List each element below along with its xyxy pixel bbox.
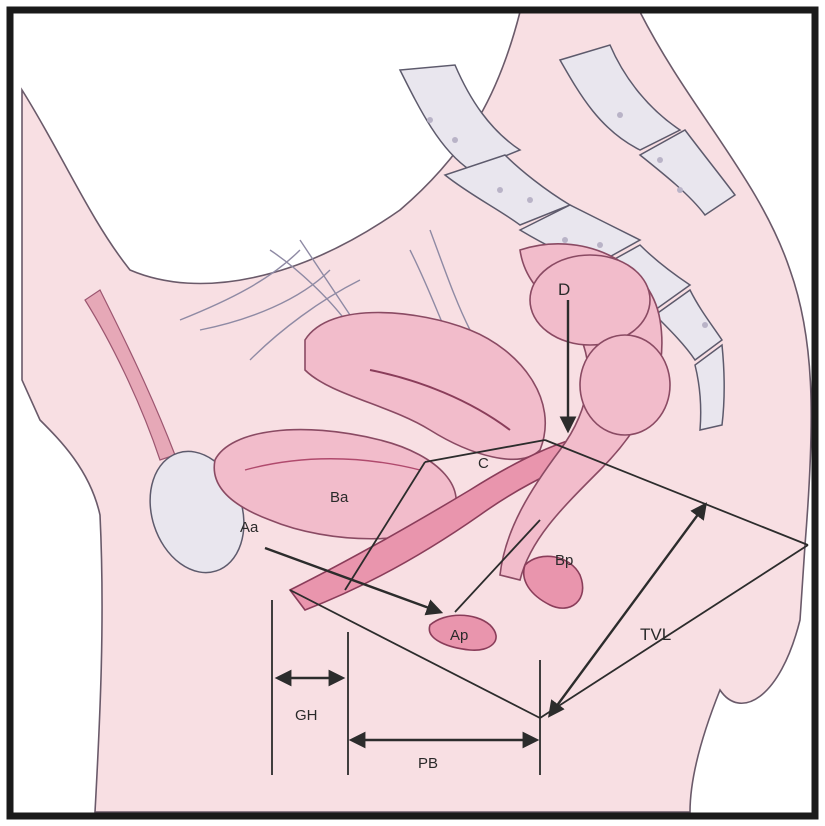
label-ba: Ba [330,489,349,506]
label-gh: GH [295,707,318,724]
label-pb: PB [418,755,438,772]
label-d: D [558,280,570,299]
rectal-ampulla [580,335,670,435]
label-aa: Aa [240,519,259,536]
label-bp: Bp [555,552,573,569]
label-ap: Ap [450,627,468,644]
label-tvl: TVL [640,625,671,644]
sigmoid-colon [530,255,650,345]
label-c: C [478,455,489,472]
